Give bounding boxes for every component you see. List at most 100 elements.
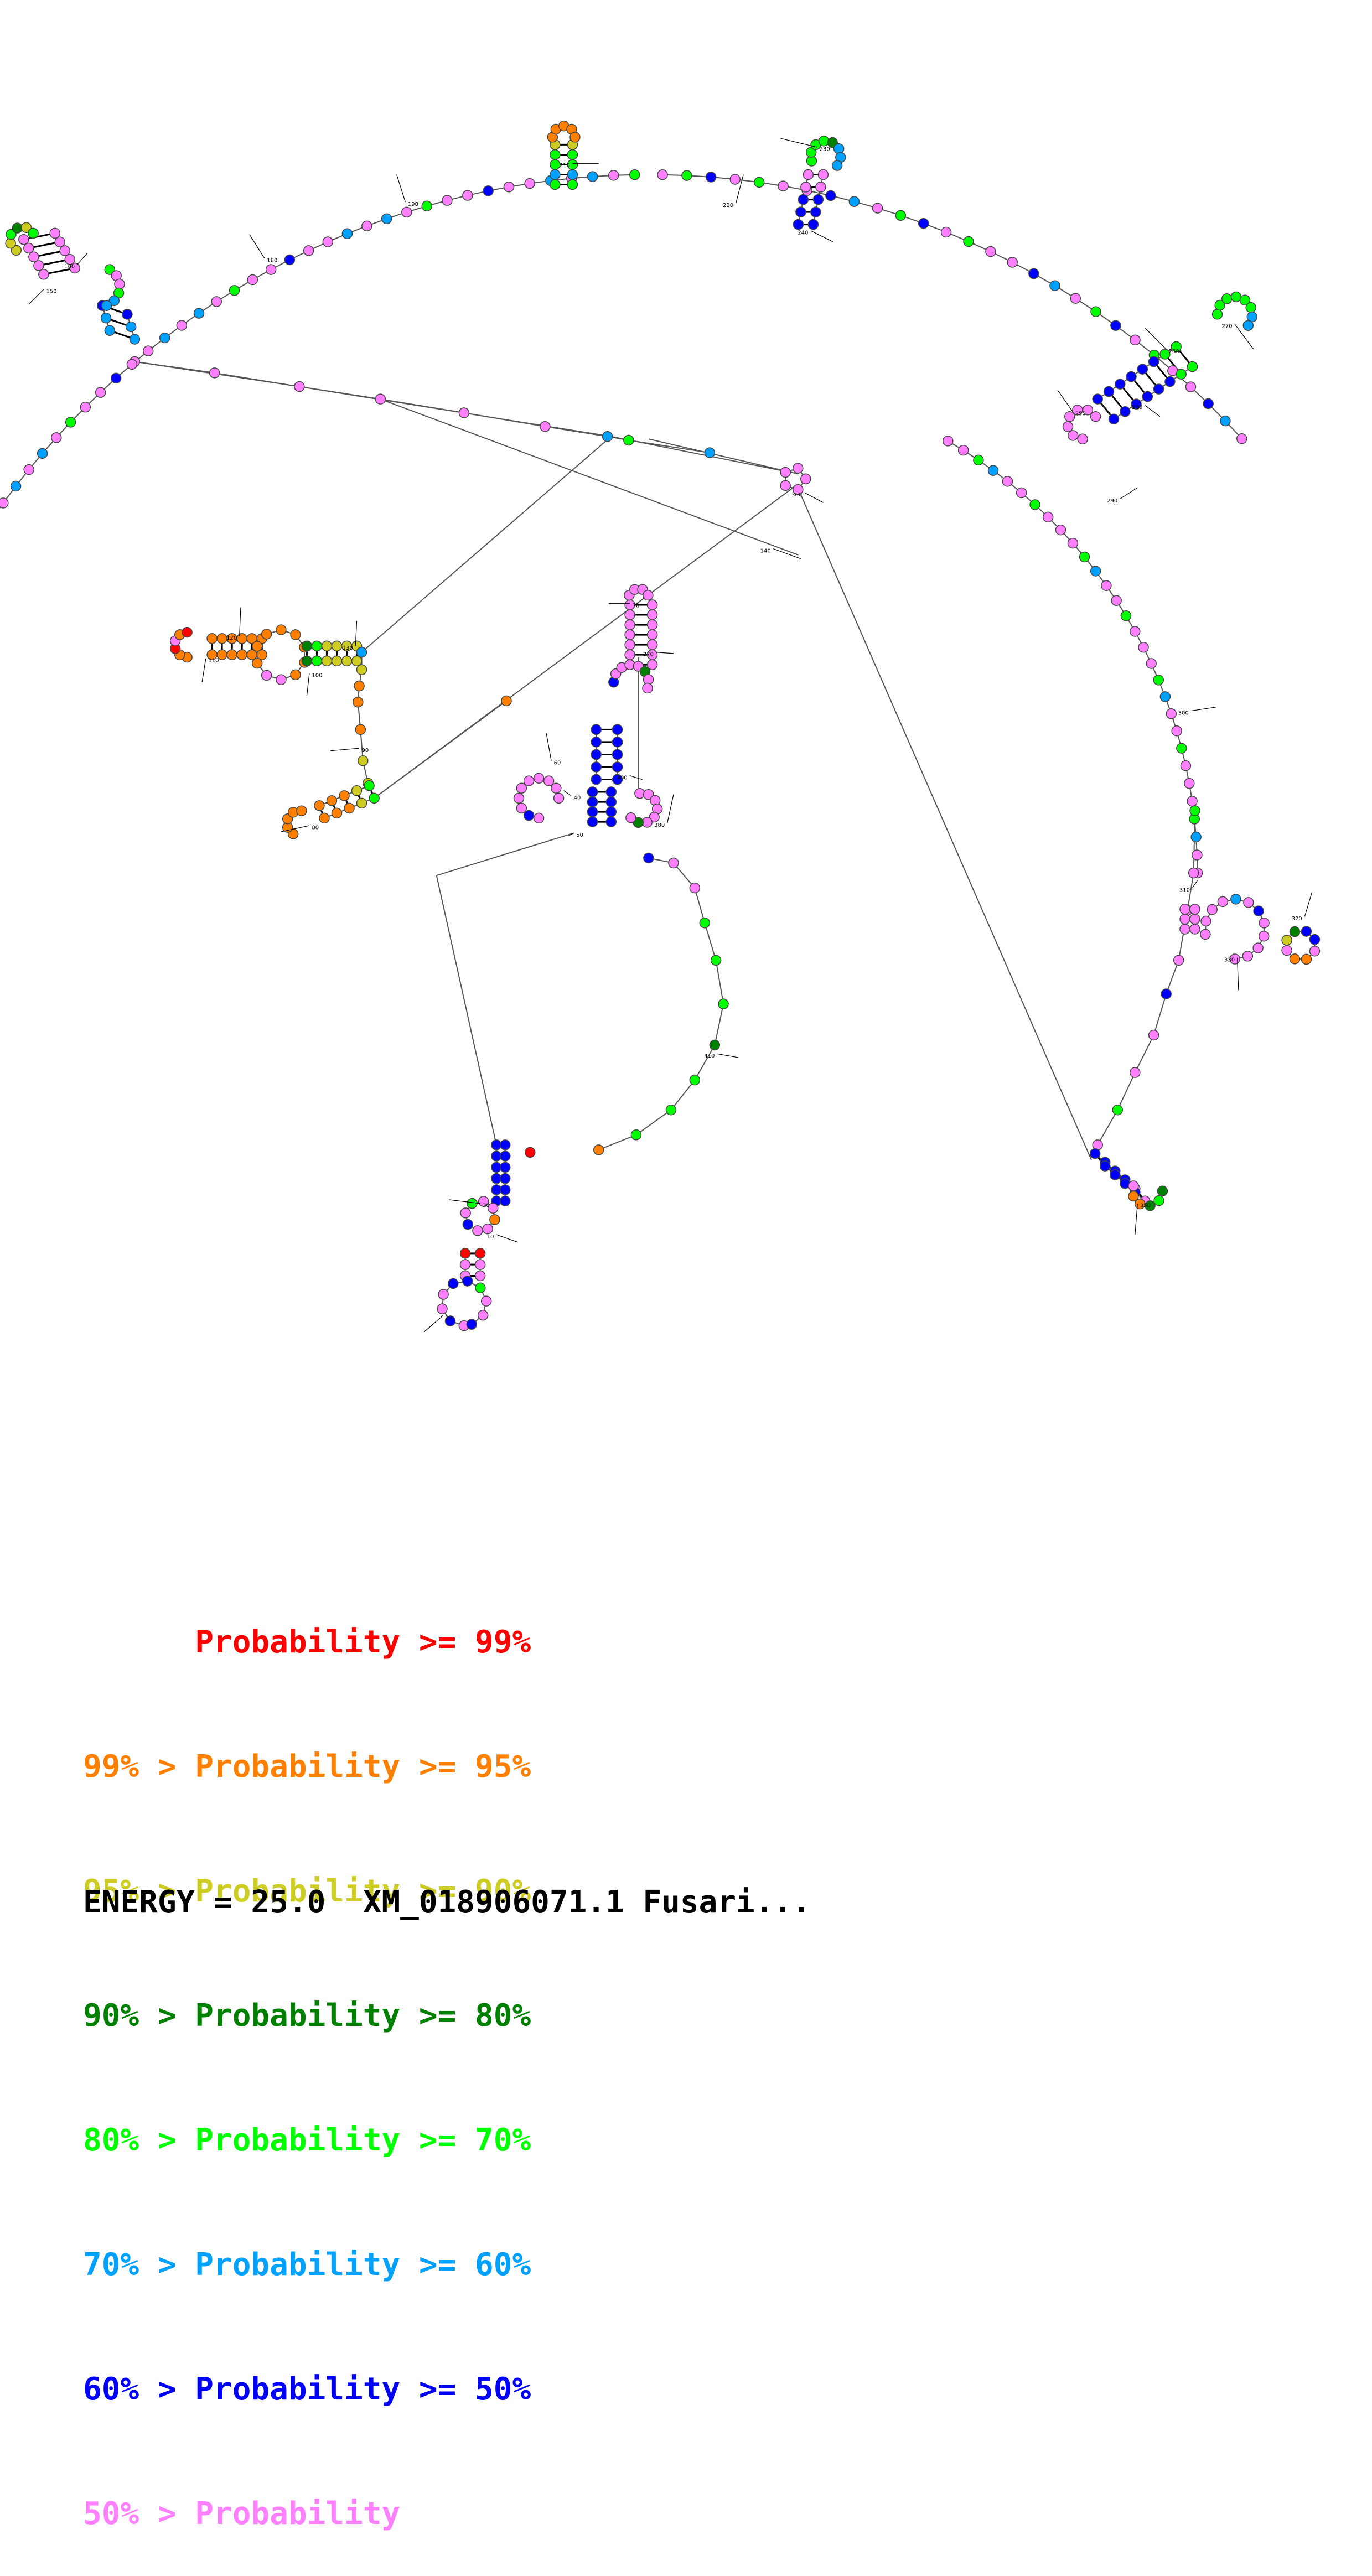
backbone-segment bbox=[599, 1135, 636, 1150]
nucleotide bbox=[1184, 779, 1194, 789]
nucleotide bbox=[1176, 369, 1186, 379]
nucleotide bbox=[550, 170, 560, 180]
legend-line-p50: 60% > Probability >= 50% bbox=[83, 2368, 531, 2410]
position-label: 380 bbox=[654, 822, 665, 828]
backbone-segment bbox=[671, 1080, 695, 1110]
nucleotide bbox=[252, 641, 262, 651]
label-leader bbox=[1135, 1204, 1138, 1235]
nucleotide bbox=[873, 203, 883, 213]
nucleotide bbox=[1149, 1030, 1159, 1040]
nucleotide bbox=[1128, 1191, 1138, 1201]
nucleotide bbox=[700, 918, 710, 928]
nucleotide bbox=[1165, 377, 1175, 387]
nucleotide bbox=[613, 724, 623, 734]
nucleotide bbox=[0, 498, 8, 508]
nucleotide bbox=[524, 811, 534, 821]
nucleotide bbox=[478, 1310, 488, 1320]
nucleotide bbox=[1111, 320, 1121, 330]
nucleotide bbox=[11, 481, 21, 491]
nucleotide bbox=[1126, 372, 1136, 382]
nucleotide bbox=[28, 228, 38, 238]
position-label: 330 bbox=[1224, 957, 1235, 963]
nucleotide bbox=[500, 1185, 510, 1195]
label-leader bbox=[1120, 488, 1138, 499]
position-label: 30 bbox=[483, 1203, 490, 1209]
energy-footer: ENERGY = 25.0 XM_018906071.1 Fusari... bbox=[83, 1884, 811, 1920]
backbone-segment bbox=[437, 833, 574, 875]
nucleotide bbox=[648, 600, 657, 610]
nucleotide bbox=[754, 177, 764, 187]
nucleotide bbox=[613, 737, 623, 747]
nucleotide bbox=[587, 807, 597, 817]
nucleotide bbox=[630, 170, 640, 180]
nucleotide bbox=[60, 246, 70, 256]
nucleotide bbox=[6, 239, 15, 248]
nucleotide bbox=[1091, 412, 1101, 422]
nucleotide bbox=[1157, 1186, 1167, 1196]
nucleotide bbox=[483, 186, 493, 196]
nucleotide bbox=[490, 1215, 500, 1225]
nucleotide bbox=[463, 190, 473, 200]
backbone-segment bbox=[380, 399, 464, 413]
nucleotide bbox=[648, 630, 657, 640]
legend-line-p60: 70% > Probability >= 60% bbox=[83, 2244, 531, 2285]
nucleotide bbox=[448, 1279, 458, 1289]
nucleotide bbox=[591, 762, 601, 772]
nucleotide bbox=[1007, 257, 1017, 267]
nucleotide bbox=[1043, 512, 1053, 522]
nucleotide bbox=[1111, 595, 1121, 605]
backbone-segment bbox=[374, 701, 506, 799]
position-label: 190 bbox=[408, 201, 418, 208]
position-label: 40 bbox=[574, 795, 581, 801]
nucleotide bbox=[1187, 362, 1197, 372]
nucleotide bbox=[816, 182, 826, 192]
nucleotide bbox=[475, 1260, 485, 1269]
nucleotide bbox=[354, 681, 364, 691]
nucleotide bbox=[463, 1276, 473, 1286]
nucleotide bbox=[1100, 1161, 1110, 1171]
nucleotide bbox=[943, 436, 953, 446]
position-label: 370 bbox=[643, 651, 654, 657]
nucleotide bbox=[974, 455, 983, 465]
nucleotide bbox=[19, 235, 29, 245]
nucleotide bbox=[382, 214, 392, 224]
nucleotide bbox=[1138, 642, 1148, 652]
nucleotide bbox=[1177, 743, 1187, 753]
nucleotide bbox=[332, 641, 341, 651]
backbone-segment bbox=[695, 1045, 715, 1080]
nucleotide bbox=[1244, 898, 1254, 908]
nucleotide bbox=[38, 448, 48, 458]
nucleotide bbox=[603, 432, 613, 442]
nucleotide bbox=[690, 883, 700, 893]
position-label: 230 bbox=[820, 147, 830, 153]
nucleotide bbox=[682, 170, 692, 180]
nucleotide bbox=[266, 265, 276, 274]
nucleotide bbox=[516, 783, 526, 793]
nucleotide bbox=[460, 1248, 470, 1258]
nucleotide bbox=[230, 286, 240, 296]
nucleotide bbox=[895, 210, 905, 220]
nucleotide bbox=[55, 237, 65, 247]
nucleotide bbox=[826, 191, 836, 201]
backbone-segment bbox=[705, 923, 716, 961]
nucleotide bbox=[524, 776, 534, 786]
nucleotide bbox=[1253, 943, 1263, 953]
nucleotide bbox=[475, 1271, 485, 1281]
nucleotide bbox=[473, 1226, 483, 1236]
nucleotide bbox=[369, 793, 379, 803]
nucleotide bbox=[322, 656, 332, 666]
nucleotide bbox=[1002, 476, 1012, 486]
nucleotide bbox=[342, 656, 352, 666]
nucleotide bbox=[643, 590, 653, 600]
nucleotide bbox=[919, 219, 929, 229]
label-leader bbox=[805, 493, 824, 502]
nucleotide bbox=[475, 1283, 485, 1293]
rna-structure-diagram: 2102302402201601502602702802502903103203… bbox=[0, 0, 1372, 1383]
position-label: 290 bbox=[1107, 498, 1117, 504]
nucleotide bbox=[1282, 946, 1292, 956]
nucleotide bbox=[402, 207, 412, 217]
position-label: 260 bbox=[1169, 349, 1179, 355]
position-labels: 2102302402201601502602702802502903103203… bbox=[29, 138, 1312, 1332]
backbone-segment bbox=[362, 437, 612, 652]
nucleotide bbox=[594, 1145, 604, 1155]
